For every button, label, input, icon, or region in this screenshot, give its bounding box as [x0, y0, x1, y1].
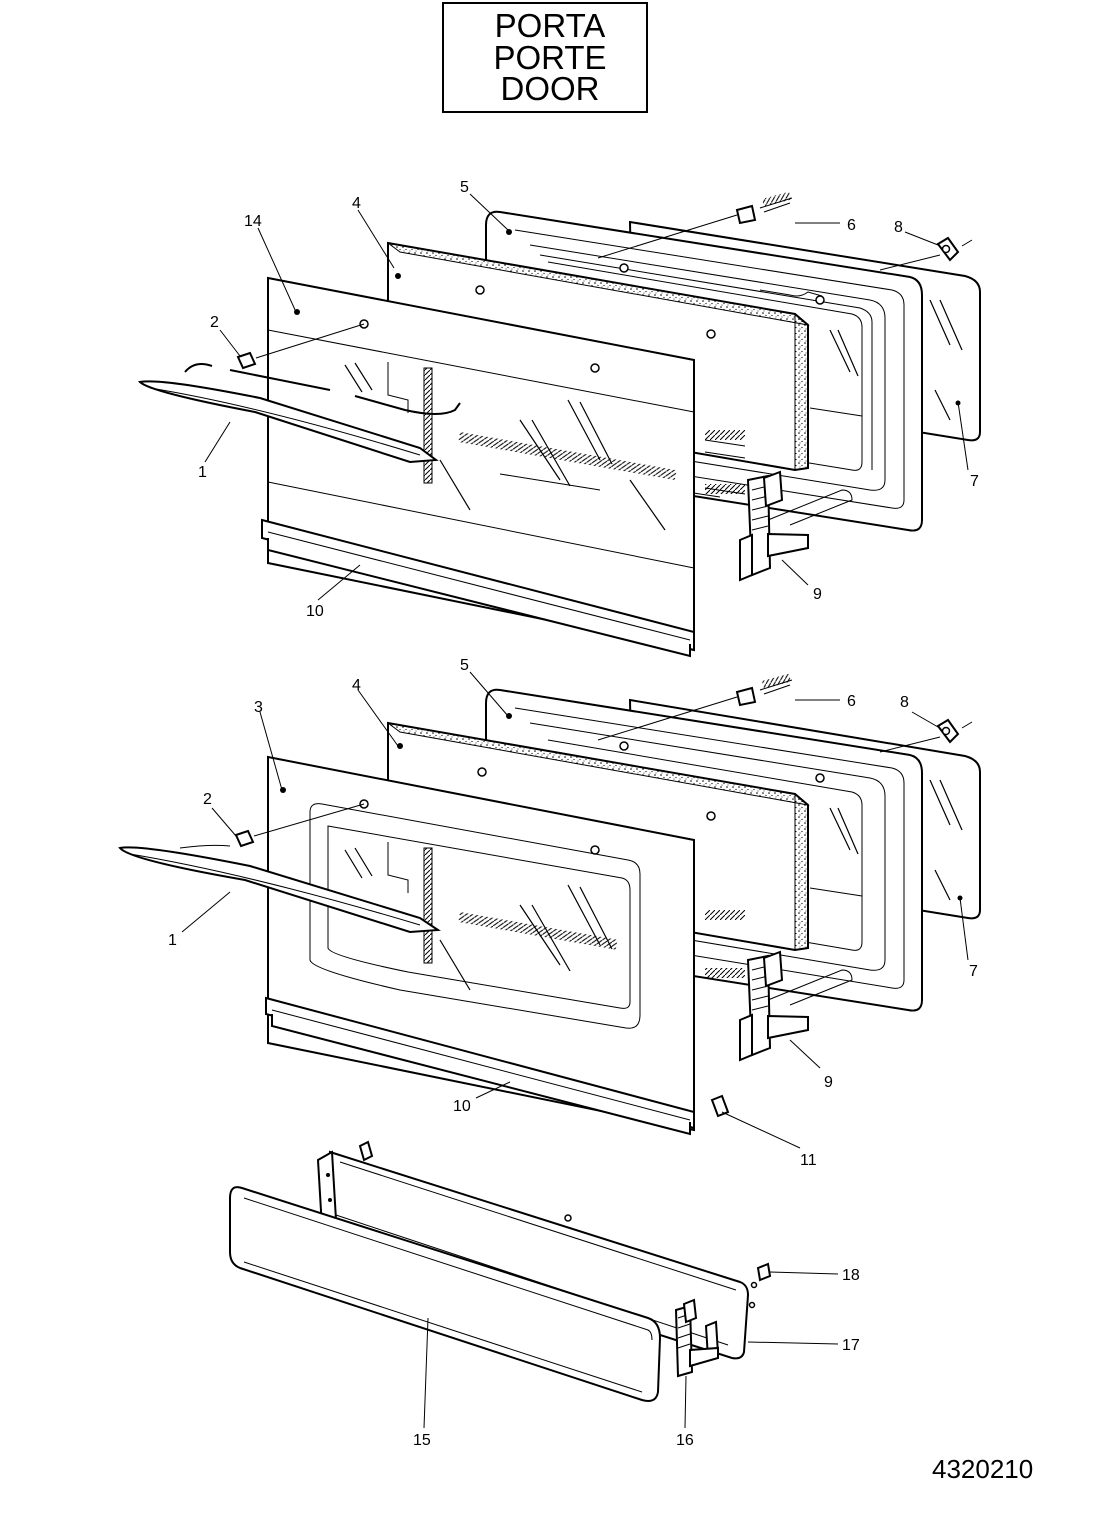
- callout-16: 16: [676, 1432, 694, 1449]
- assembly-middle: [118, 673, 981, 1149]
- drawing-number: 4320210: [932, 1454, 1033, 1484]
- callout-9: 9: [824, 1074, 833, 1091]
- assembly-bottom: [229, 1140, 772, 1402]
- part-2-spacer: [236, 323, 365, 370]
- callouts-bottom: 18 17 15 16: [413, 1267, 860, 1449]
- callout-6: 6: [847, 217, 856, 234]
- part-8-bracket: [879, 718, 973, 753]
- callout-4: 4: [352, 195, 361, 212]
- callout-2: 2: [210, 314, 219, 331]
- title-box: PORTA PORTE DOOR: [442, 2, 648, 113]
- part-1-handle: [118, 844, 441, 934]
- callouts-middle: 3 4 5 6 8 2 1 7 9 10 11: [168, 657, 978, 1169]
- callout-5: 5: [460, 657, 469, 674]
- callout-10: 10: [306, 603, 324, 620]
- callout-8: 8: [900, 694, 909, 711]
- callout-10: 10: [453, 1098, 471, 1115]
- part-17-drawer-frame: [316, 1140, 750, 1360]
- leader-lines: [181, 193, 969, 1429]
- part-2-spacer: [234, 803, 365, 848]
- part-1-handle: [137, 363, 461, 464]
- callout-4: 4: [352, 677, 361, 694]
- part-16-drawer-hinge: [674, 1298, 719, 1378]
- callout-2: 2: [203, 791, 212, 808]
- part-9-hinge: [739, 950, 853, 1062]
- part-10-bottom-profile: [265, 996, 695, 1136]
- part-8-bracket: [879, 236, 973, 271]
- part-11-clip: [710, 1094, 801, 1149]
- assembly-top: [137, 191, 981, 658]
- callout-5: 5: [460, 179, 469, 196]
- title-line-2: PORTE: [493, 39, 606, 76]
- part-18-screw: [748, 1262, 772, 1309]
- callouts-top: 14 4 5 6 8 2 1 7 9 10: [198, 179, 979, 620]
- callout-7: 7: [969, 963, 978, 980]
- callout-18: 18: [842, 1267, 860, 1284]
- part-6-screw: [597, 673, 793, 741]
- callout-8: 8: [894, 219, 903, 236]
- callout-7: 7: [970, 473, 979, 490]
- callout-15: 15: [413, 1432, 431, 1449]
- callout-17: 17: [842, 1337, 860, 1354]
- part-15-drawer-panel: [229, 1186, 662, 1402]
- part-6-screw: [597, 191, 793, 259]
- callout-3: 3: [254, 699, 263, 716]
- title-line-3: DOOR: [501, 70, 600, 107]
- title-line-1: PORTA: [495, 7, 606, 44]
- callout-1: 1: [168, 932, 177, 949]
- part-10-bottom-profile: [261, 518, 695, 658]
- callout-14: 14: [244, 213, 262, 230]
- callout-9: 9: [813, 586, 822, 603]
- callout-1: 1: [198, 464, 207, 481]
- callout-11: 11: [800, 1152, 817, 1169]
- part-9-hinge: [739, 470, 853, 582]
- callout-6: 6: [847, 693, 856, 710]
